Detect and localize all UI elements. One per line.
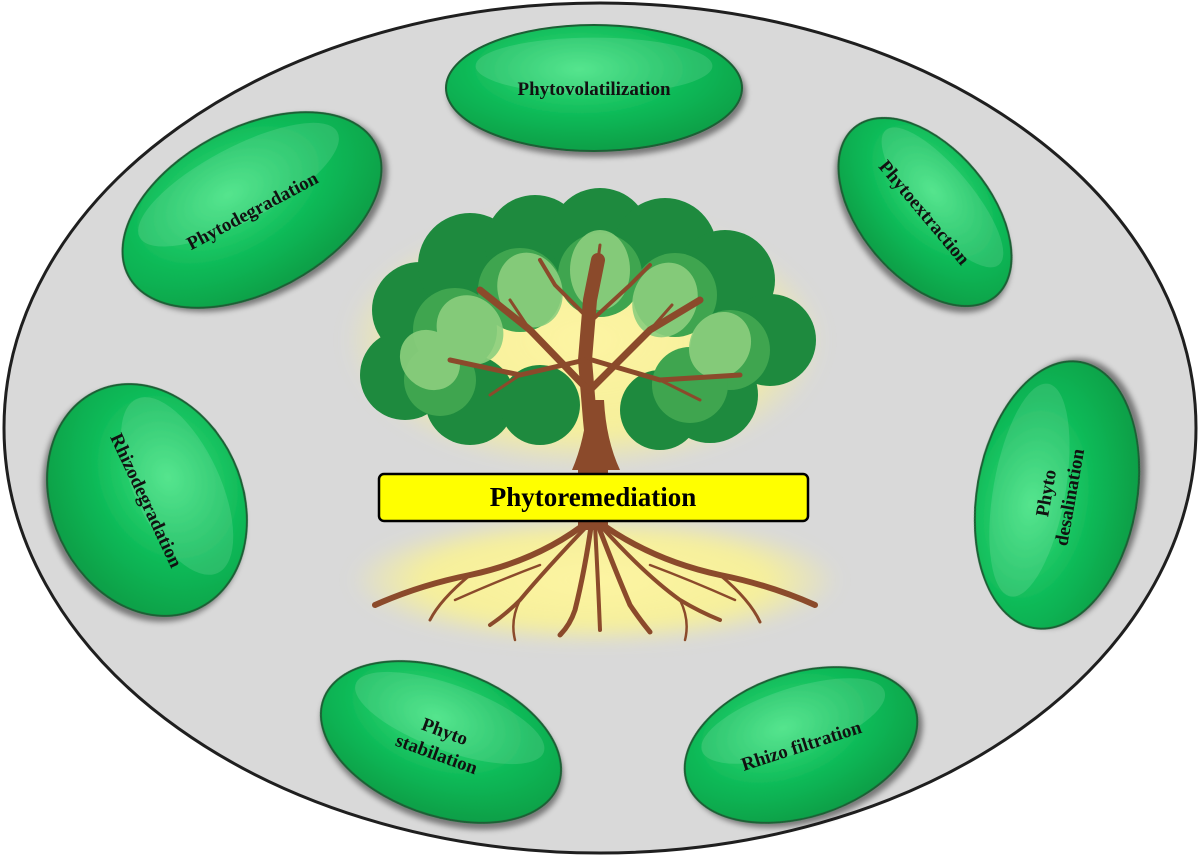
process-pod-rhizo-filtration: Rhizo filtration: [683, 666, 919, 824]
tree-with-roots-icon: [345, 188, 840, 645]
process-pod-shape: [683, 666, 919, 824]
process-pod-shape: [445, 24, 743, 152]
process-pod-shape: [121, 111, 383, 309]
process-label-phytovolatilization: Phytovolatilization: [517, 79, 670, 100]
process-pod-phytoextraction: Phytoextraction: [837, 116, 1013, 308]
process-pod-phytodegradation: Phytodegradation: [121, 111, 383, 309]
process-pod-shape: [973, 360, 1141, 630]
process-pods: PhytovolatilizationPhytoextractionPhytod…: [46, 24, 1141, 824]
process-pod-shape: [46, 383, 248, 617]
process-pod-rhizodegradation: Rhizodegradation: [46, 383, 248, 617]
process-pod-shape: [319, 660, 563, 824]
process-pod-shape: [837, 116, 1013, 308]
center-banner: Phytoremediation: [377, 472, 810, 523]
center-title: Phytoremediation: [490, 482, 696, 512]
process-pod-phytovolatilization: Phytovolatilization: [445, 24, 743, 152]
